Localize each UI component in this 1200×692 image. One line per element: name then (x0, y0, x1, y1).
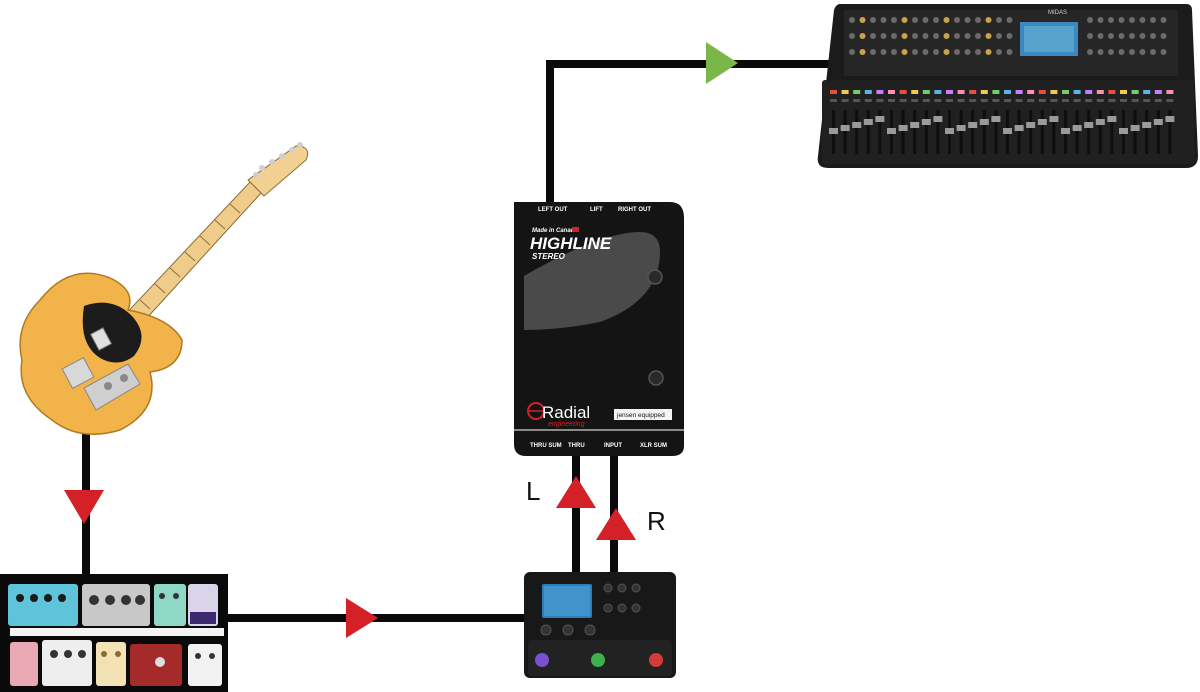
mixing-console: MIDAS (817, 4, 1198, 168)
arrow-right-pedalboard (346, 598, 378, 638)
pedal-silver (188, 644, 222, 686)
pedal-cyan-delay (8, 584, 78, 626)
electric-guitar-icon (19, 142, 309, 435)
cables (82, 60, 840, 622)
label-left-channel: L (526, 476, 541, 506)
pedal-cream (96, 642, 126, 686)
di-label-input: INPUT (604, 443, 622, 449)
pedal-mint (154, 584, 186, 626)
di-model: HIGHLINE (530, 234, 612, 253)
cable-di-to-mixer (546, 60, 840, 202)
multi-effects-processor (524, 572, 676, 678)
arrow-up-right (596, 508, 636, 540)
di-model-sub: STEREO (532, 252, 566, 261)
di-label-lift: LIFT (590, 207, 603, 213)
arrow-right-to-mixer (706, 42, 738, 84)
arrow-down-guitar (64, 490, 104, 524)
di-label-thru-sum: THRU SUM (530, 443, 562, 449)
di-label-left-out: LEFT OUT (538, 207, 568, 213)
di-label-right-out: RIGHT OUT (618, 207, 651, 213)
label-right-channel: R (647, 506, 666, 536)
di-label-thru: THRU (568, 443, 585, 449)
pedal-white (42, 640, 92, 686)
pedal-grey-multi (82, 584, 150, 626)
di-made-in: Made in Canada (532, 228, 578, 234)
pedal-pink (10, 642, 38, 686)
di-label-xlr-sum: XLR SUM (640, 443, 667, 449)
arrow-up-left (556, 476, 596, 508)
di-badge: jensen equipped (616, 412, 665, 419)
di-brand: Radial (542, 403, 590, 422)
di-brand-sub: engineering (548, 421, 585, 428)
pedalboard (0, 574, 228, 692)
di-box: LEFT OUT LIFT RIGHT OUT Made in Canada H… (514, 202, 684, 456)
console-brand: MIDAS (1048, 10, 1067, 16)
